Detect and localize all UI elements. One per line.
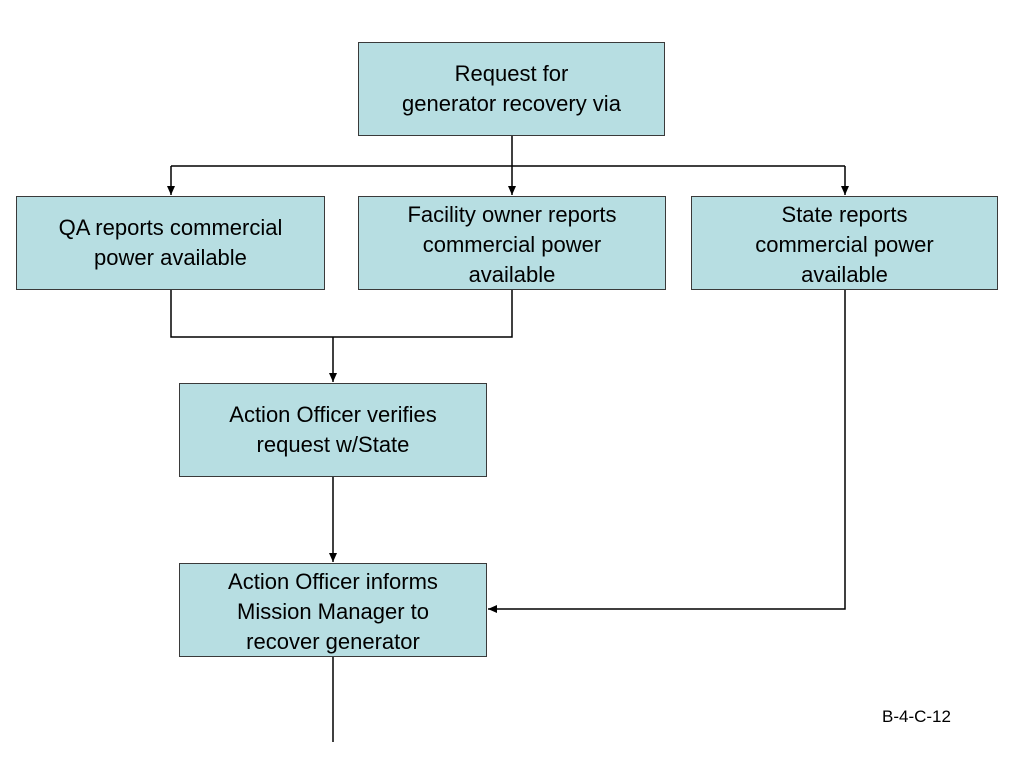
node-state-reports: State reports commercial power available	[691, 196, 998, 290]
node-request-label: Request for generator recovery via	[402, 61, 621, 116]
node-inform-label: Action Officer informs Mission Manager t…	[228, 569, 438, 654]
node-request-generator-recovery: Request for generator recovery via	[358, 42, 665, 136]
connector-state-to-inform	[488, 290, 846, 613]
node-facility-owner-reports: Facility owner reports commercial power …	[358, 196, 666, 290]
connector-merge-bar	[170, 290, 513, 338]
node-qa-label: QA reports commercial power available	[58, 215, 283, 270]
node-state-label: State reports commercial power available	[755, 202, 934, 287]
page-code: B-4-C-12	[882, 707, 951, 726]
node-action-officer-informs: Action Officer informs Mission Manager t…	[179, 563, 487, 657]
node-qa-reports: QA reports commercial power available	[16, 196, 325, 290]
node-facility-label: Facility owner reports commercial power …	[407, 202, 617, 287]
node-verify-label: Action Officer verifies request w/State	[229, 402, 437, 457]
node-action-officer-verifies: Action Officer verifies request w/State	[179, 383, 487, 477]
